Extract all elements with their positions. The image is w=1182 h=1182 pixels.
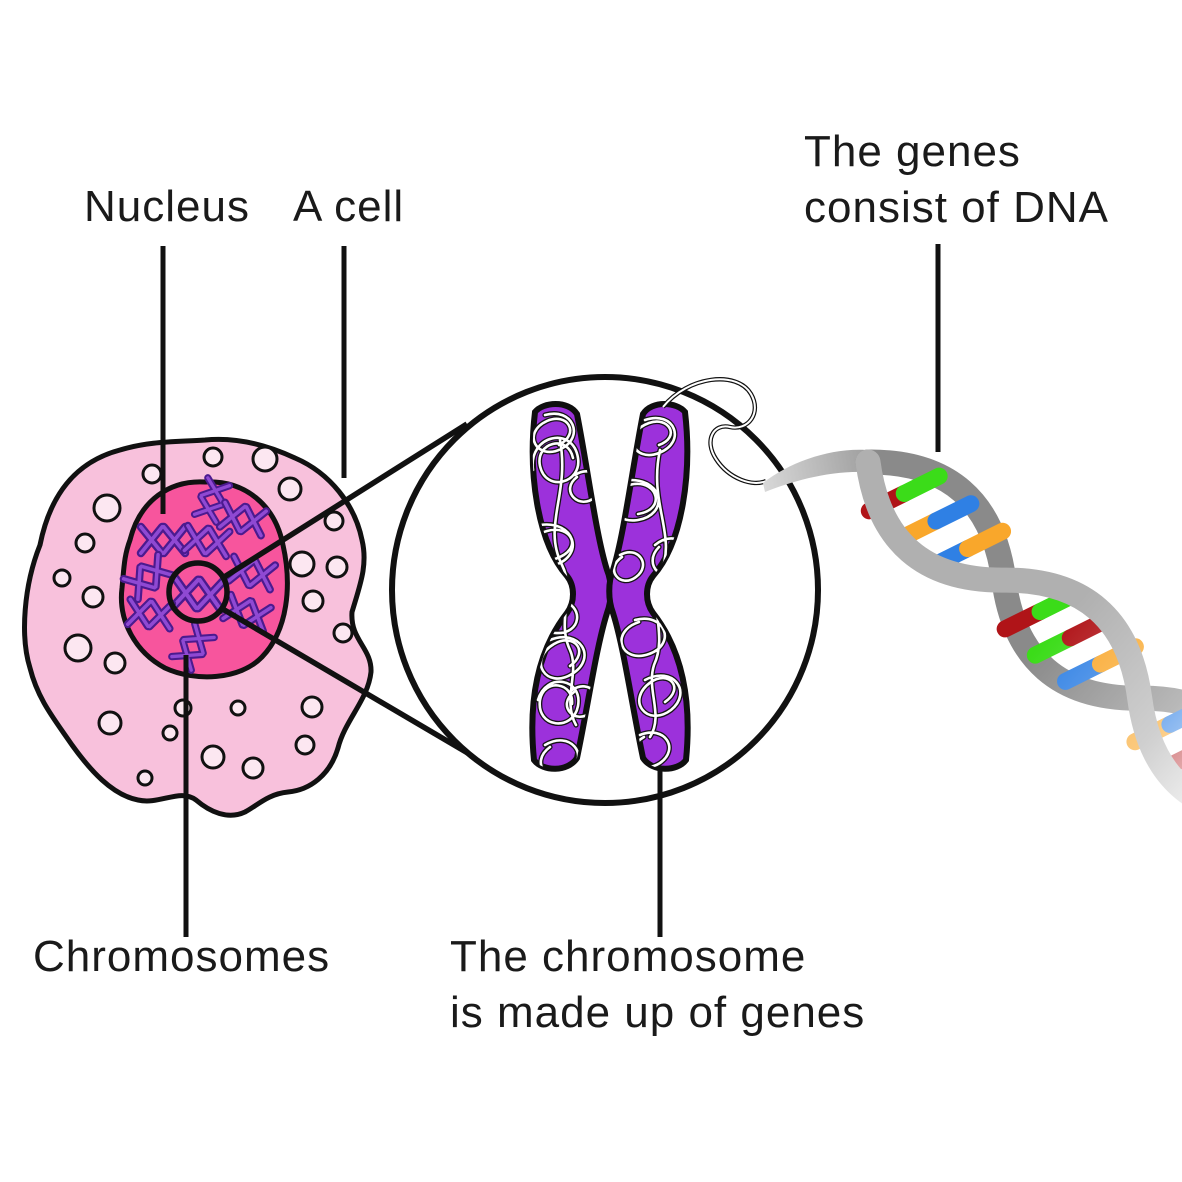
genes-dna-label-line1: The genes [804,127,1021,176]
magnifier-projection-lines [219,421,485,765]
label-lines-over [657,244,941,937]
chromosomes-label: Chromosomes [33,932,331,981]
cytoplasm-vesicles [52,445,354,787]
dna-helix [855,449,1182,829]
label-lines [160,246,347,937]
nucleus-label: Nucleus [84,182,250,231]
dna-ribbon-tail [763,449,878,492]
dna-base-pairs [860,467,1182,777]
genes-dna-label: The genes consist of DNA [804,124,1109,236]
a-cell-label: A cell [293,182,405,231]
magnifier-source-circle [166,560,230,624]
genes-dna-label-line2: consist of DNA [804,183,1109,232]
dna-strand-back [855,449,1182,829]
chromosome-genes-label: The chromosome is made up of genes [450,929,865,1041]
chromosome-genes-label-line1: The chromosome [450,932,807,981]
cell-body [22,436,374,818]
chromosome-genes-label-line2: is made up of genes [450,988,866,1037]
